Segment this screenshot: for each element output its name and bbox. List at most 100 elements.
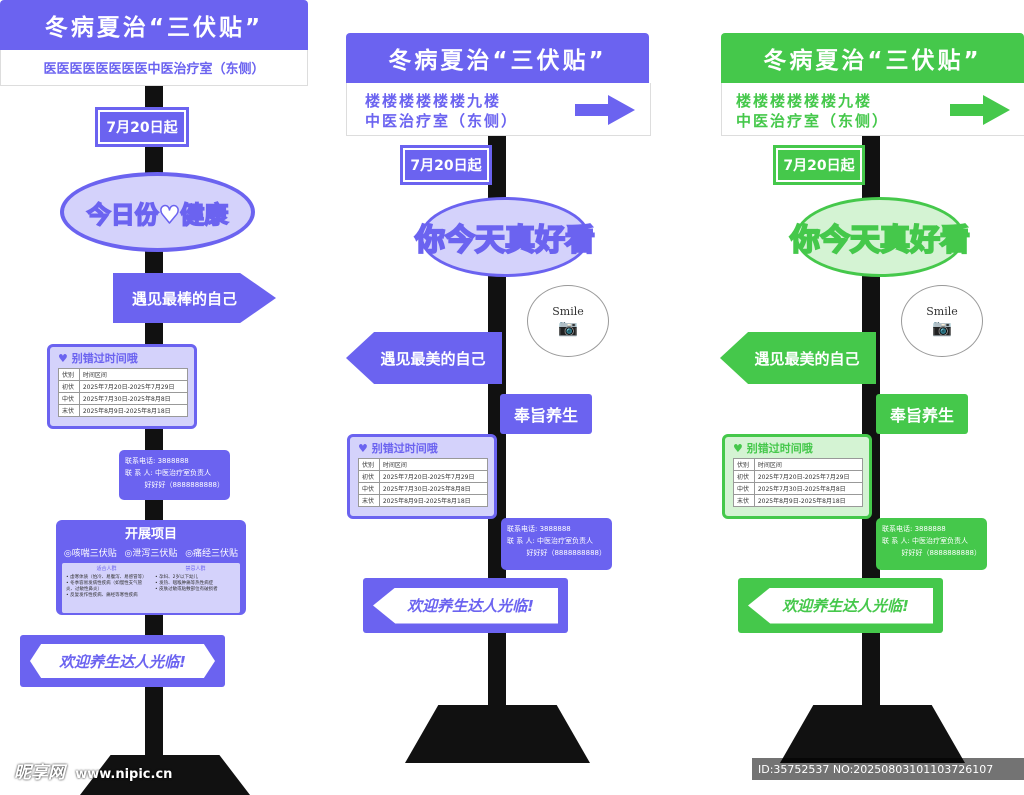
heart-icon: ♥ bbox=[358, 442, 368, 455]
oval-text: 你今天真好看 bbox=[789, 222, 971, 259]
welcome-sign: 欢迎养生达人光临! bbox=[738, 578, 943, 633]
contact-person: 联 系 人: 中医治疗室负责人 bbox=[125, 469, 212, 477]
subtitle-line: 楼楼楼楼楼楼九楼 bbox=[365, 92, 502, 110]
smile-text: Smile bbox=[552, 305, 584, 318]
small-sign-text: 奉旨养生 bbox=[513, 406, 578, 425]
suitable-item: • 冬季容易发病性疾病（如慢性支气管炎、过敏性鼻炎） bbox=[66, 581, 143, 592]
cell: 2025年7月20日-2025年7月29日 bbox=[753, 470, 864, 483]
subtitle-line: 中医治疗室（东侧） bbox=[365, 112, 519, 130]
date-tag: 7月20日起 bbox=[400, 145, 492, 185]
schedule-heading: ♥ 别错过时间哦 bbox=[50, 347, 194, 368]
welcome-inner: 欢迎养生达人光临! bbox=[748, 587, 933, 624]
oval-text: 你今天真好看 bbox=[414, 222, 596, 259]
arrow-text: 遇见最美的自己 bbox=[380, 349, 486, 368]
project-item: ◎痛经三伏贴 bbox=[185, 549, 239, 559]
subtitle-line: 中医治疗室（东侧） bbox=[736, 112, 890, 130]
col-header: 伏别 bbox=[58, 368, 80, 381]
arrow-text: 遇见最棒的自己 bbox=[131, 289, 237, 308]
welcome-text: 欢迎养生达人光临! bbox=[59, 652, 186, 671]
contact-name: 好好好（8888888888） bbox=[144, 481, 224, 489]
subtitle-line: 楼楼楼楼楼楼九楼 bbox=[736, 92, 873, 110]
suitable-title: 适合人群 bbox=[96, 566, 117, 572]
cell: 初伏 bbox=[733, 470, 755, 483]
arrow-sign-right: 遇见最棒的自己 bbox=[113, 273, 276, 323]
cell: 2025年8月9日-2025年8月18日 bbox=[753, 494, 864, 507]
welcome-sign: 欢迎养生达人光临! bbox=[20, 635, 225, 687]
schedule-heading: ♥ 别错过时间哦 bbox=[725, 437, 869, 458]
welcome-text: 欢迎养生达人光临! bbox=[407, 597, 534, 615]
schedule-heading-text: 别错过时间哦 bbox=[371, 442, 438, 455]
cell: 2025年7月30日-2025年8月8日 bbox=[753, 482, 864, 495]
schedule-heading: ♥ 别错过时间哦 bbox=[350, 437, 494, 458]
watermark-id: ID:35752537 NO:20250803101103726107 bbox=[752, 758, 1024, 780]
forbidden-item: • 孕妇、2岁以下幼儿 bbox=[155, 575, 198, 580]
cell: 末伏 bbox=[733, 494, 755, 507]
oval-slogan: 你今天真好看 bbox=[789, 197, 971, 277]
suitable-column: 适合人群 • 虚寒体质（怕冷、易腹泻、易感冒等） • 冬季容易发病性疾病（如慢性… bbox=[62, 563, 151, 613]
arrow-sign-left: 遇见最美的自己 bbox=[720, 332, 876, 384]
contact-phone: 联系电话: 3888888 bbox=[507, 525, 571, 533]
date-tag: 7月20日起 bbox=[773, 145, 865, 185]
contact-person: 联 系 人: 中医治疗室负责人 bbox=[882, 537, 969, 545]
cell: 2025年7月20日-2025年7月29日 bbox=[78, 380, 189, 393]
cell: 2025年7月30日-2025年8月8日 bbox=[78, 392, 189, 405]
project-item: ◎泄泻三伏贴 bbox=[124, 549, 178, 559]
camera-icon: 📷 bbox=[932, 318, 952, 337]
contact-person: 联 系 人: 中医治疗室负责人 bbox=[507, 537, 594, 545]
cell: 中伏 bbox=[58, 392, 80, 405]
suitable-item: • 虚寒体质（怕冷、易腹泻、易感冒等） bbox=[66, 575, 147, 580]
heart-icon: ♥ bbox=[58, 352, 68, 365]
camera-icon: 📷 bbox=[558, 318, 578, 337]
pole-base bbox=[405, 705, 590, 763]
forbidden-item: • 皮肤过敏或贴敷部位有破损者 bbox=[155, 587, 218, 592]
col-header: 伏别 bbox=[358, 458, 380, 471]
contact-name: 好好好（8888888888） bbox=[901, 549, 981, 557]
watermark-site: www.nipic.cn bbox=[75, 767, 173, 782]
schedule-heading-text: 别错过时间哦 bbox=[746, 442, 813, 455]
project-item: ◎咳喘三伏贴 bbox=[63, 549, 117, 559]
cell: 2025年8月9日-2025年8月18日 bbox=[378, 494, 489, 507]
watermark-id-text: ID:35752537 NO:20250803101103726107 bbox=[758, 762, 994, 776]
pole bbox=[862, 135, 880, 715]
oval-slogan: 你今天真好看 bbox=[414, 197, 596, 277]
table-header: 伏别时间区间 bbox=[733, 458, 864, 471]
projects-panel: 开展项目 ◎咳喘三伏贴 ◎泄泻三伏贴 ◎痛经三伏贴 适合人群 • 虚寒体质（怕冷… bbox=[56, 520, 246, 615]
welcome-inner: 欢迎养生达人光临! bbox=[30, 644, 215, 678]
smile-badge: Smile 📷 bbox=[901, 285, 983, 357]
pole-base bbox=[780, 705, 965, 763]
projects-items: ◎咳喘三伏贴 ◎泄泻三伏贴 ◎痛经三伏贴 bbox=[56, 542, 246, 563]
smile-badge: Smile 📷 bbox=[527, 285, 609, 357]
suitable-item: • 反复发作性疾病、痛经等寒性疾病 bbox=[66, 593, 138, 598]
subtitle-line: 医医医医医医医医中医治疗室（东侧） bbox=[43, 62, 265, 77]
welcome-inner: 欢迎养生达人光临! bbox=[373, 587, 558, 624]
title-bar: 冬病夏治“三伏贴” bbox=[346, 33, 649, 83]
forbidden-item: • 发热、咽喉肿痛等热性病症 bbox=[155, 581, 214, 586]
projects-heading: 开展项目 bbox=[124, 527, 177, 542]
forbidden-column: 禁忌人群 • 孕妇、2岁以下幼儿 • 发热、咽喉肿痛等热性病症 • 皮肤过敏或贴… bbox=[151, 563, 240, 613]
contact-phone: 联系电话: 3888888 bbox=[125, 457, 189, 465]
schedule-heading-text: 别错过时间哦 bbox=[71, 352, 138, 365]
small-sign: 奉旨养生 bbox=[876, 394, 968, 434]
contact-panel: 联系电话: 3888888 联 系 人: 中医治疗室负责人 好好好（888888… bbox=[119, 450, 230, 500]
subtitle-bar: 楼楼楼楼楼楼九楼 中医治疗室（东侧） bbox=[346, 83, 651, 136]
arrow-right-icon bbox=[950, 95, 1010, 125]
col-header: 时间区间 bbox=[753, 458, 864, 471]
contact-panel: 联系电话: 3888888 联 系 人: 中医治疗室负责人 好好好（888888… bbox=[501, 518, 612, 570]
table-header: 伏别时间区间 bbox=[58, 368, 189, 381]
cell: 初伏 bbox=[358, 470, 380, 483]
welcome-text: 欢迎养生达人光临! bbox=[782, 597, 909, 615]
arrow-text: 遇见最美的自己 bbox=[754, 349, 860, 368]
watermark-logo: 昵享网 bbox=[14, 763, 65, 783]
